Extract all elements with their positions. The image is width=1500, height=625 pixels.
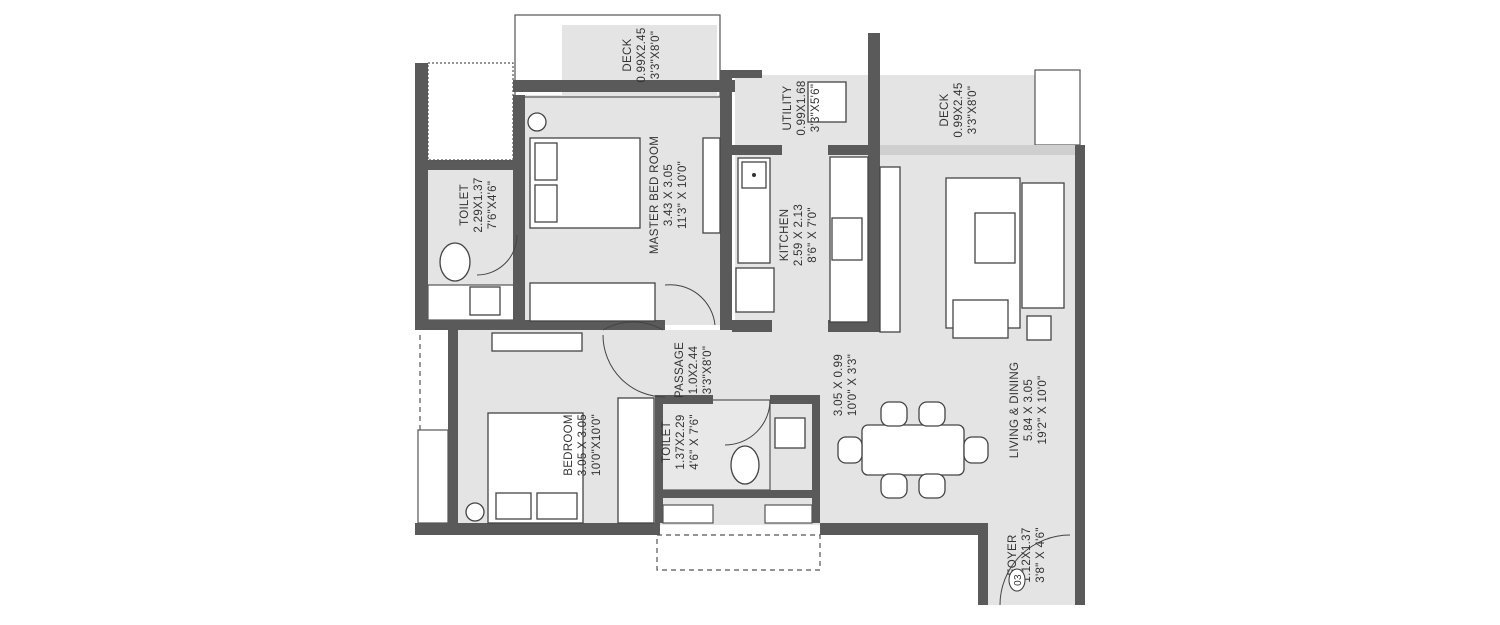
bedroom-wardrobe	[617, 397, 655, 524]
openings	[417, 62, 821, 571]
wash-basin	[774, 417, 806, 449]
svg-text:03: 03	[1013, 574, 1024, 586]
wc	[730, 445, 760, 485]
deck-bedroom-outline	[514, 14, 721, 98]
deck-living-planter	[1034, 69, 1081, 146]
door-swing	[602, 334, 666, 398]
door-swing	[602, 321, 664, 331]
wash-basin	[469, 286, 501, 316]
dining-chair	[918, 401, 946, 427]
armchair	[952, 299, 1009, 339]
tv-unit	[879, 166, 901, 333]
coffee-table	[974, 212, 1016, 264]
foyer-floor	[985, 525, 1078, 605]
furniture	[439, 81, 1071, 606]
dining-chair	[918, 473, 946, 499]
dining-chair	[880, 473, 908, 499]
sofa	[1021, 182, 1065, 309]
shaft-right	[764, 504, 813, 524]
walls	[415, 33, 1085, 605]
projection-outline	[656, 534, 821, 571]
fridge	[735, 267, 775, 313]
unit-marker: 03	[1008, 568, 1026, 592]
shaft-left	[662, 504, 714, 524]
bedroom-desk	[491, 332, 583, 352]
wc	[439, 242, 471, 282]
master-desk	[702, 137, 721, 234]
dining-chair	[880, 401, 908, 427]
main-door-swing	[999, 534, 1071, 606]
washing-machine	[807, 81, 847, 123]
dining-chair	[837, 436, 863, 464]
balcony-railing	[427, 62, 514, 161]
bedroom-window-ledge	[417, 429, 449, 524]
door-swing	[724, 399, 771, 446]
dining-table	[861, 424, 965, 476]
hob	[831, 217, 863, 261]
door-swing	[476, 234, 518, 276]
door-swing	[664, 284, 716, 326]
dining-chair	[963, 436, 989, 464]
deck-living-floor	[880, 75, 1035, 145]
master-wardrobe	[529, 282, 656, 322]
